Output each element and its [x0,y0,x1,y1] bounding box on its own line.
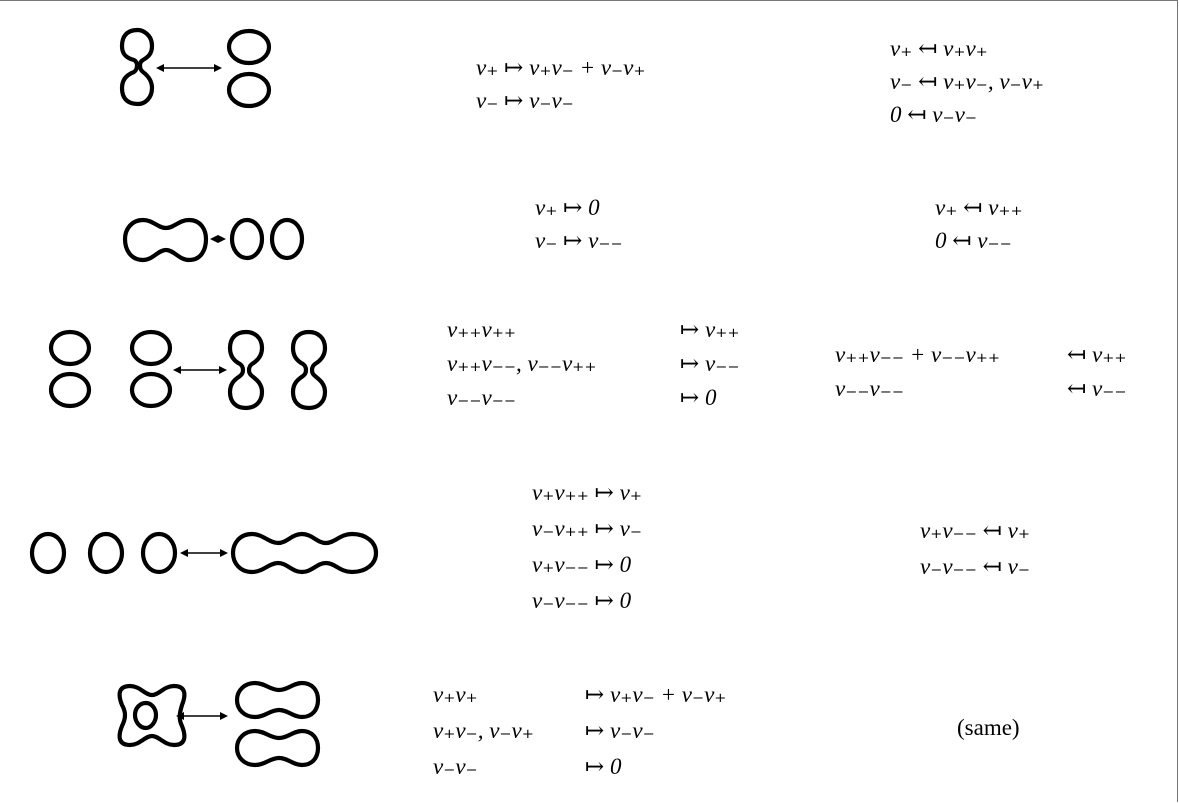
forward-map-lhs: v₊v₊ [433,682,478,707]
table-row: v₊₊v₊₊ v₊₊v₋₋, v₋₋v₊₊ v₋₋v₋₋ ↦ v₊₊ ↦ v₋₋… [0,310,1179,460]
backward-map-line: 0 ↤ v₋₋ [935,228,1012,253]
forward-map-lhs: v₋₋v₋₋ [447,385,516,410]
backward-map-rhs: ↤ v₋₋ [1067,376,1127,401]
cobordism-diagram-merge [119,27,272,109]
cobordism-diagram-self-merge [117,680,321,768]
forward-map-lhs: v₋v₋ [433,754,478,779]
forward-map-line: v₊ ↦ 0 [535,195,600,220]
cobordism-diagram-triple-merge [29,531,379,575]
cobordism-diagram-split [122,217,305,263]
backward-map-lhs: v₊₊v₋₋ + v₋₋v₊₊ [835,342,1000,367]
forward-map-rhs: ↦ 0 [680,385,717,410]
backward-map-rhs: ↤ v₊₊ [1067,342,1127,367]
backward-map-line: v₋v₋₋ ↤ v₋ [920,554,1030,579]
forward-map-lhs: v₊v₋, v₋v₊ [433,718,534,743]
forward-map-line: v₋ ↦ v₋₋ [535,228,623,253]
forward-map-lhs: v₊₊v₊₊ [447,317,516,342]
forward-map-line: v₋ ↦ v₋v₋ [476,88,574,113]
backward-map-line: v₋ ↤ v₊v₋, v₋v₊ [890,69,1045,94]
backward-map-line: v₊v₋₋ ↤ v₊ [920,518,1030,543]
backward-map-line: 0 ↤ v₋v₋ [890,102,977,127]
forward-map-line: v₊v₊₊ ↦ v₊ [532,480,642,505]
table-row: v₊ ↦ 0 v₋ ↦ v₋₋ v₊ ↤ v₊₊ 0 ↤ v₋₋ [0,170,1179,310]
backward-map-same: (same) [957,715,1020,740]
backward-map-line: v₊ ↤ v₊₊ [935,195,1023,220]
table-row: v₊v₊ v₊v₋, v₋v₊ v₋v₋ ↦ v₊v₋ + v₋v₊ ↦ v₋v… [0,640,1179,803]
forward-map-rhs: ↦ v₋₋ [680,351,740,376]
cobordism-diagram-double-merge [48,329,328,411]
forward-map-rhs: ↦ v₋v₋ [585,718,655,743]
forward-map-line: v₋v₋₋ ↦ 0 [532,588,632,613]
table-row: v₊ ↦ v₊v₋ + v₋v₊ v₋ ↦ v₋v₋ v₊ ↤ v₊v₊ v₋ … [0,0,1179,170]
forward-map-rhs: ↦ 0 [585,754,622,779]
forward-map-rhs: ↦ v₊₊ [680,317,740,342]
forward-map-rhs: ↦ v₊v₋ + v₋v₊ [585,682,727,707]
table-row: v₊v₊₊ ↦ v₊ v₋v₊₊ ↦ v₋ v₊v₋₋ ↦ 0 v₋v₋₋ ↦ … [0,460,1179,640]
forward-map-lhs: v₊₊v₋₋, v₋₋v₊₊ [447,351,597,376]
backward-map-line: v₊ ↤ v₊v₊ [890,36,988,61]
forward-map-line: v₋v₊₊ ↦ v₋ [532,516,642,541]
forward-map-line: v₊ ↦ v₊v₋ + v₋v₊ [476,55,646,80]
forward-map-line: v₊v₋₋ ↦ 0 [532,552,632,577]
backward-map-lhs: v₋₋v₋₋ [835,376,904,401]
